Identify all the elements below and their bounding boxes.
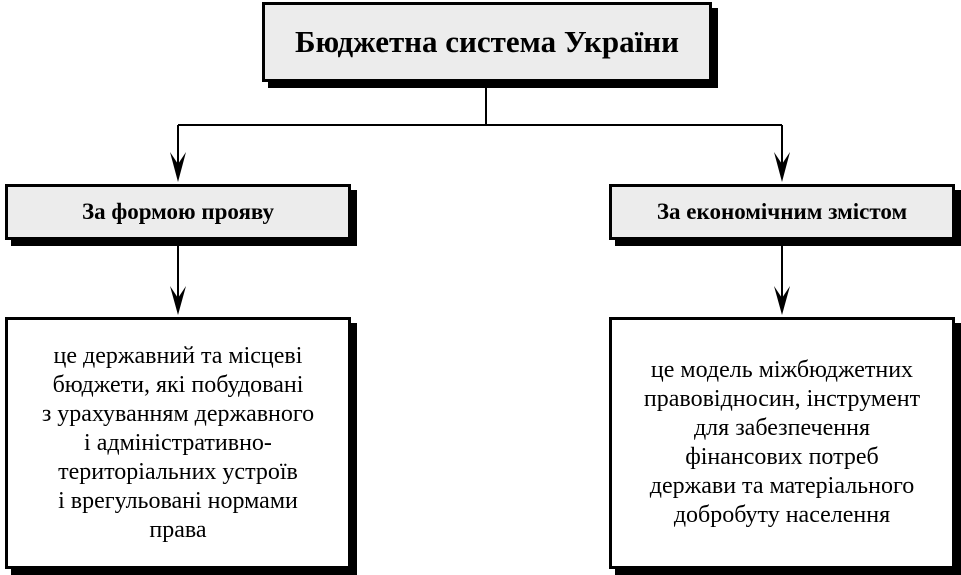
- description-node-economic-text: це модель міжбюджетних правовідносин, ін…: [643, 357, 921, 528]
- description-node-form: це державний та місцеві бюджети, які поб…: [5, 317, 351, 569]
- category-node-economic-label: За економічним змістом: [656, 199, 908, 224]
- description-node-economic: це модель міжбюджетних правовідносин, ін…: [609, 317, 955, 569]
- root-node: Бюджетна система України: [262, 2, 712, 82]
- left-branch-arrowhead: [170, 152, 186, 182]
- left-lower-arrowhead: [170, 286, 186, 315]
- root-node-label: Бюджетна система України: [295, 24, 679, 59]
- category-node-economic: За економічним змістом: [609, 184, 955, 240]
- category-node-form-label: За формою прояву: [81, 199, 275, 224]
- right-branch-arrowhead: [774, 152, 790, 182]
- right-lower-arrowhead: [774, 286, 790, 315]
- category-node-form: За формою прояву: [5, 184, 351, 240]
- description-node-form-text: це державний та місцеві бюджети, які поб…: [41, 342, 315, 543]
